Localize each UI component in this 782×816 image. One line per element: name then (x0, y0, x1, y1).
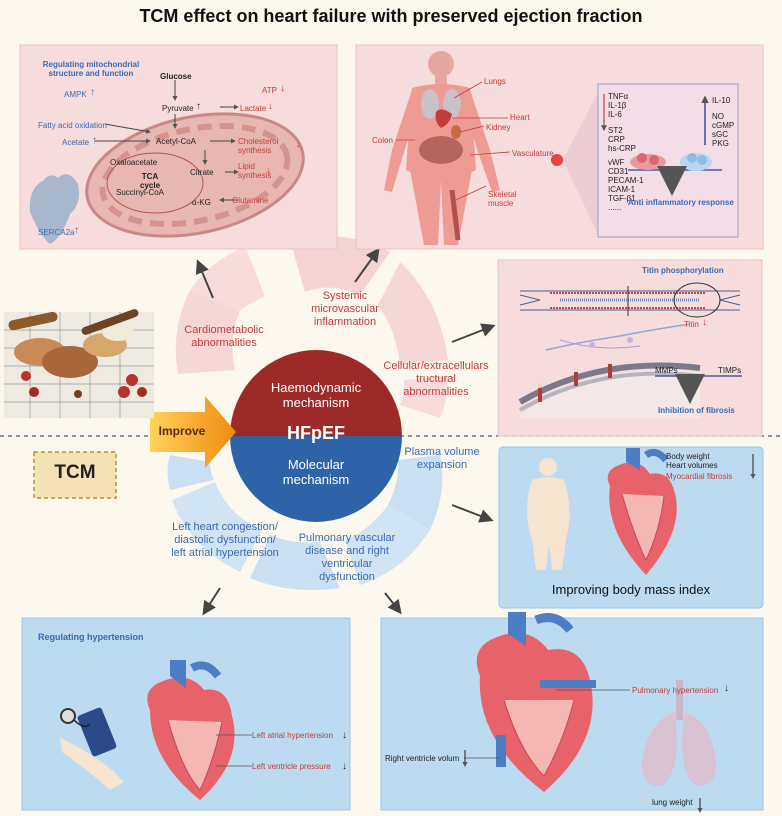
body-silhouette (527, 458, 570, 570)
haemodynamic-label: Haemodynamic mechanism (270, 380, 362, 410)
heart-illustration-hyper (147, 660, 235, 800)
segment-cardiometabolic: Cardiometabolic abnormalities (184, 324, 264, 349)
acetylcoa-label: Acetyl-CoA (156, 137, 197, 146)
mitochondrion-illustration (85, 112, 305, 238)
cytokine-group2: ST2 CRP hs-CRP (608, 126, 637, 153)
citrate-label: Citrate (190, 168, 214, 177)
succinyl-label: Succinyl-CoA (116, 188, 165, 197)
atp-label: ATP (262, 86, 277, 95)
lvp-label: Left ventricle pressure (252, 762, 331, 771)
lah-arrow: ↓ (342, 730, 347, 741)
molecular-label: Molecular mechanism (282, 457, 350, 487)
titin-label: Titin (684, 320, 699, 329)
cholesterol-label: Cholesterol synthesis (238, 137, 279, 155)
cell-silhouette (29, 174, 79, 244)
serca-label: SERCA2a (38, 228, 75, 237)
titin-heading: Titin phosphorylation (642, 266, 724, 275)
haemodynamic-half (230, 350, 402, 436)
lipid-arrow: ↓ (266, 165, 271, 176)
segment-plasma: Plasma volume expansion (404, 446, 480, 471)
lungs-label: Lungs (484, 77, 506, 86)
cytokine-group3: vWF CD31 PECAM-1 ICAM-1 TGF-β1 ...... (608, 158, 644, 212)
atp-arrow: ↓ (280, 83, 285, 94)
skeletal-label: Skeletal muscle (488, 190, 517, 208)
segment-left-heart-text: Left heart congestion/ diastolic dysfunc… (171, 521, 279, 559)
improve-arrow (150, 396, 236, 468)
rv-label: Right ventricle volum (385, 754, 460, 763)
heart-label: Heart (510, 113, 530, 122)
ecm-illustration (518, 323, 701, 418)
vasculature-zoom-dot (551, 154, 563, 166)
colon-label: Colon (372, 136, 393, 145)
tca-label: TCA cycle (140, 172, 161, 190)
fibrosis-label: Inhibition of fibrosis (658, 406, 735, 415)
bmi-caption: Improving body mass index (551, 582, 711, 597)
acetate-label: Acetate (62, 138, 90, 147)
pyruvate-label: Pyruvate (162, 104, 194, 113)
serca-arrow: ↑ (74, 225, 79, 236)
cholesterol-arrow: ↓ (296, 139, 301, 150)
lactate-label: Lactate (240, 104, 267, 113)
cytokine-group5: NO cGMP sGC PKG (712, 112, 735, 148)
akg-label: α-KG (192, 198, 211, 207)
mmps-label: MMPs (655, 366, 678, 375)
ring-segments (167, 236, 448, 591)
bmi-fibrosis: Myocardial fibrosis (666, 472, 733, 481)
lvp-arrow: ↓ (342, 761, 347, 772)
titin-arrow: ↓ (702, 317, 707, 328)
hypertension-heading: Regulating hypertension (38, 632, 144, 642)
timps-label: TIMPs (718, 366, 742, 375)
tcm-box (33, 451, 117, 499)
hfpef-label: HFpEF (287, 423, 345, 443)
pyruvate-arrow: ↑ (196, 101, 201, 112)
segment-pulmonary: Pulmonary vascular disease and right ven… (298, 532, 396, 583)
tcm-herbs-photo (4, 309, 154, 418)
sarcomere-illustration (519, 282, 741, 318)
fatty-acid-label: Fatty acid oxidation (38, 121, 107, 130)
lung-weight-label: lung weight (652, 798, 693, 807)
lungs-illustration (641, 680, 717, 786)
glutamine-label: Glutamine (232, 196, 269, 205)
glucose-label: Glucose (160, 72, 192, 81)
segment-systemic: Systemic microvascular inflammation (311, 290, 379, 328)
anti-inflammatory-label: Anti inflammatory response (628, 198, 734, 207)
page-title: TCM effect on heart failure with preserv… (139, 6, 643, 26)
heart-illustration-bmi (607, 448, 677, 575)
ampk-arrow: ↑ (90, 87, 95, 98)
lipid-label: Lipid synthesis (238, 162, 272, 180)
improve-label: Improve (158, 424, 206, 438)
heart-illustration-pulm (476, 612, 596, 792)
mito-heading: Regulating mitochondrial structure and f… (42, 60, 140, 78)
ph-arrow: ↓ (724, 683, 729, 694)
segment-cellular: Cellular/extracellulars tructural abnorm… (383, 360, 489, 398)
bmi-items: Body weight Heart volumes (666, 452, 718, 470)
cytokine-group1: TNFα IL-1β IL-6 (608, 92, 629, 119)
lactate-arrow: ↓ (268, 101, 273, 112)
blood-pressure-cuff (60, 707, 124, 790)
oxaloacetate-label: Oxaloacetate (110, 158, 158, 167)
acetate-arrow: ↑ (92, 135, 97, 146)
ph-label: Pulmonary hypertension (632, 686, 719, 695)
cytokine-group4: IL-10 (712, 96, 731, 105)
molecular-half (230, 436, 402, 522)
lah-label: Left atrial hypertension (252, 731, 333, 740)
human-body-illustration (384, 51, 500, 245)
cytokine-box (597, 83, 739, 238)
tcm-label: TCM (54, 462, 96, 483)
vasculature-label: Vasculature (512, 149, 554, 158)
kidney-label: Kidney (486, 123, 511, 132)
ampk-label: AMPK (64, 90, 87, 99)
